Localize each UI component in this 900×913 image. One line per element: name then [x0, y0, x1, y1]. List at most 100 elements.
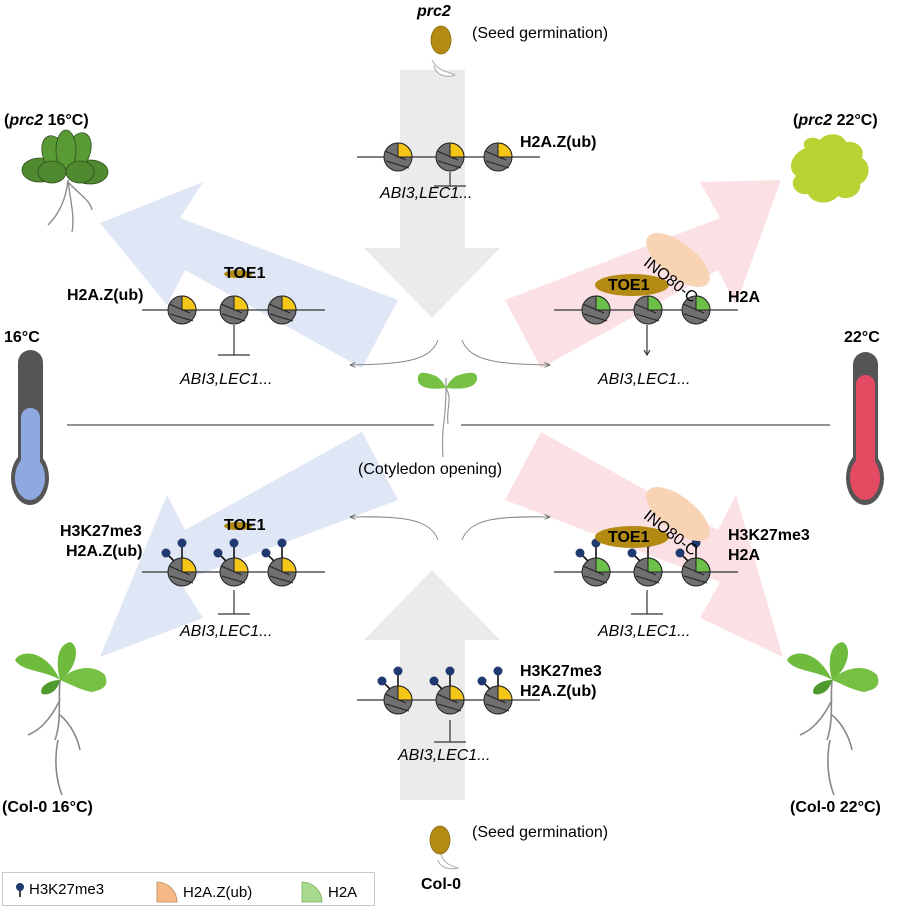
nucleosome — [429, 666, 465, 715]
outcome-prc2-22c: (prc2 22°C) — [793, 112, 878, 129]
outcome-col0-22c: (Col-0 22°C) — [790, 799, 881, 816]
histone-variant-wedge — [449, 142, 465, 158]
nucleosome-array-top-center — [357, 142, 540, 187]
nucleosome — [267, 295, 297, 325]
nucleosome-array-bottom-center — [357, 666, 540, 743]
nucleosome — [261, 538, 297, 587]
histone-variant-wedge — [647, 295, 663, 311]
toe1-blob-top-right — [595, 274, 669, 296]
quarter-circle-icon — [301, 881, 323, 903]
nucleosome — [377, 666, 413, 715]
temperature-warm-label: 22°C — [844, 329, 880, 346]
arrow-prc2-germination — [364, 70, 500, 318]
nucleosome-array-top-right — [554, 295, 738, 357]
toe1-blob-top-left — [224, 270, 252, 278]
toe1-blob-bottom-left — [224, 522, 252, 530]
arrow-col0-16c — [100, 432, 398, 657]
mark-label-bottom-center-1: H3K27me3 — [520, 663, 602, 680]
h3k27me3-mark — [575, 548, 585, 558]
genes-label-bottom-left: ABI3,LEC1... — [180, 623, 273, 640]
stage-seed-germination-bottom: (Seed germination) — [472, 824, 609, 841]
nucleosome — [627, 538, 663, 587]
h3k27me3-mark — [213, 548, 223, 558]
histone-variant-wedge — [497, 142, 513, 158]
mark-label-bottom-left-1: H3K27me3 — [60, 523, 142, 540]
ino80c-blob-bottom-right — [646, 487, 710, 541]
h3k27me3-mark — [429, 676, 439, 686]
genotype-prc2-label: prc2 — [417, 3, 451, 20]
arrow-prc2-22c — [505, 180, 781, 368]
h3k27me3-mark — [277, 538, 287, 548]
stage-cotyledon-opening: (Cotyledon opening) — [358, 461, 503, 478]
quarter-circle-icon — [156, 881, 178, 903]
histone-variant-wedge — [281, 557, 297, 573]
histone-variant-wedge — [595, 295, 611, 311]
histone-variant-wedge — [233, 295, 249, 311]
histone-variant-wedge — [647, 557, 663, 573]
plant-col0-16c-icon — [15, 642, 107, 796]
nucleosome-layer — [142, 142, 738, 743]
h3k27me3-mark — [445, 666, 455, 676]
temperature-cold-label: 16°C — [4, 329, 40, 346]
legend-item-h2az-ub: H2A.Z(ub) — [155, 881, 252, 903]
genes-label-top-center: ABI3,LEC1... — [380, 185, 473, 202]
genes-label-bottom-center: ABI3,LEC1... — [398, 747, 491, 764]
branch-arrow-bottom-left — [350, 517, 439, 541]
histone-variant-wedge — [695, 295, 711, 311]
nucleosome — [633, 295, 663, 325]
factor-label-top-left: TOE1 — [224, 265, 266, 282]
nucleosome — [477, 666, 513, 715]
activation-arrowhead — [643, 349, 651, 357]
branch-arrow-top-right — [461, 339, 550, 365]
outcome-col0-16c: (Col-0 16°C) — [2, 799, 93, 816]
branch-arrow-top-left — [350, 339, 439, 365]
toe1-blob-bottom-right — [595, 526, 669, 548]
nucleosome — [483, 142, 513, 172]
nucleosome — [213, 538, 249, 587]
plant-prc2-22c-callus-icon — [790, 134, 869, 203]
mark-label-bottom-right-2: H2A — [728, 547, 761, 564]
factor-label-bottom-right: TOE1 — [608, 529, 650, 546]
legend-item-h3k27me3: H3K27me3 — [15, 881, 104, 898]
nucleosome-array-bottom-right — [554, 538, 738, 615]
h3k27me3-mark — [229, 538, 239, 548]
mark-label-top-right: H2A — [728, 289, 761, 306]
genotype-col0-label: Col-0 — [421, 876, 461, 893]
nucleosome — [167, 295, 197, 325]
h3k27me3-mark — [261, 548, 271, 558]
nucleosome-array-top-left — [142, 295, 325, 356]
h3k27me3-mark — [377, 676, 387, 686]
nucleosome — [575, 538, 611, 587]
nucleosome — [219, 295, 249, 325]
mark-label-bottom-center-2: H2A.Z(ub) — [520, 683, 597, 700]
outcome-prc2-16c: (prc2 16°C) — [4, 112, 89, 129]
h3k27me3-mark — [675, 548, 685, 558]
branch-arrow-bottom-right — [461, 517, 550, 541]
histone-variant-wedge — [233, 557, 249, 573]
nucleosome — [681, 295, 711, 325]
plant-prc2-16c-icon — [21, 129, 109, 233]
nucleosome — [581, 295, 611, 325]
mark-label-bottom-right-1: H3K27me3 — [728, 527, 810, 544]
factor-label-top-right: TOE1 — [608, 277, 650, 294]
genes-label-bottom-right: ABI3,LEC1... — [598, 623, 691, 640]
h3k27me3-mark — [627, 548, 637, 558]
mark-label-top-center: H2A.Z(ub) — [520, 134, 597, 151]
thermometer-warm-icon — [846, 352, 884, 505]
h3k27me3-mark — [393, 666, 403, 676]
genes-label-top-left: ABI3,LEC1... — [180, 371, 273, 388]
h3k27me3-mark — [161, 548, 171, 558]
factor-label-bottom-left: TOE1 — [224, 517, 266, 534]
cotyledon-seedling-icon — [417, 372, 478, 458]
seed-top-icon — [430, 25, 457, 77]
mark-label-bottom-left-2: H2A.Z(ub) — [66, 543, 143, 560]
seed-bottom-icon — [429, 825, 460, 870]
nucleosome — [161, 538, 197, 587]
nucleosome — [383, 142, 413, 172]
plant-col0-22c-icon — [787, 642, 879, 796]
histone-variant-wedge — [595, 557, 611, 573]
h3k27me3-mark — [493, 666, 503, 676]
thermometer-cold-icon — [11, 350, 49, 505]
